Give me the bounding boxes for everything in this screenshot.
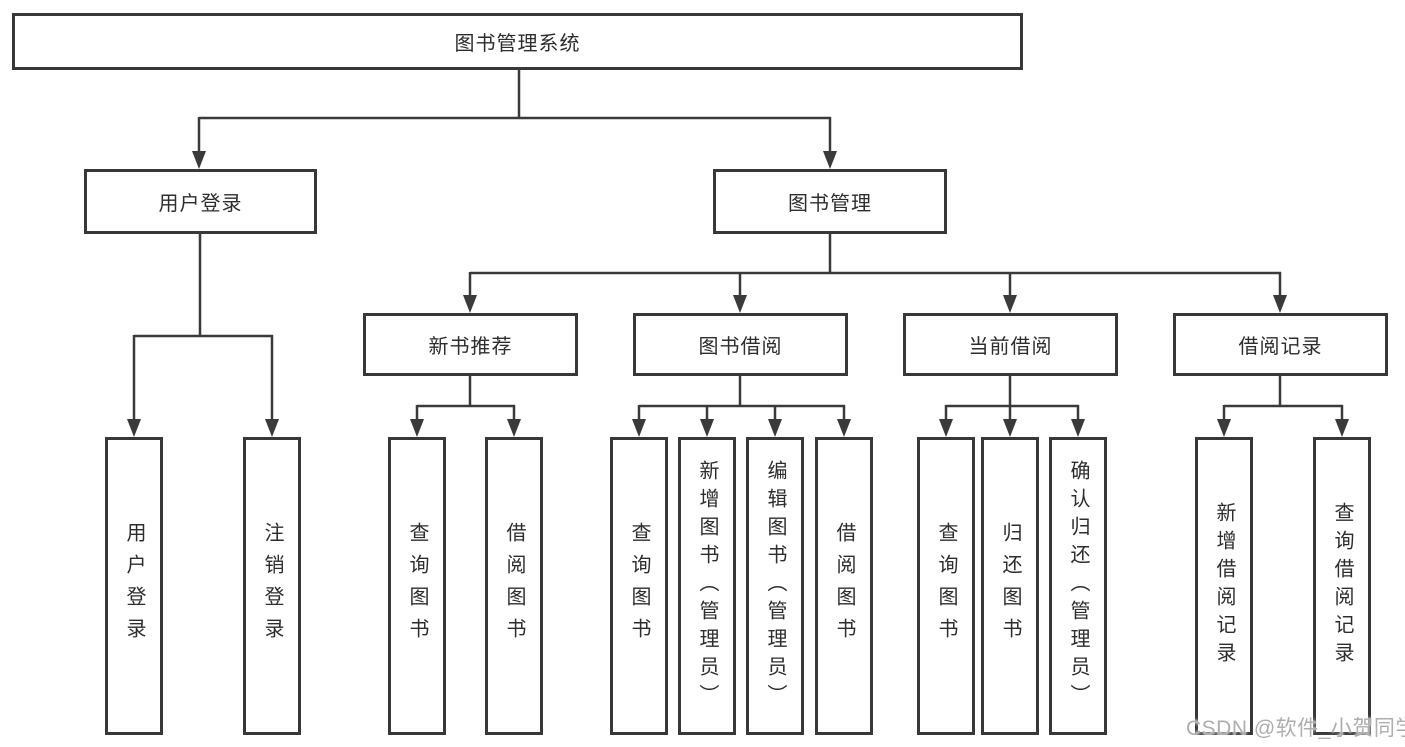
leaf-query-books-recommend-label: 查询图书 [406,522,428,650]
watermark: CSDN @软件_小贺同学 [1186,717,1405,740]
leaf-borrow-books-recommend: 借阅图书 [485,437,543,735]
leaf-query-books-recommend: 查询图书 [388,437,446,735]
node-book-management: 图书管理 [713,169,947,234]
node-borrow-records: 借阅记录 [1173,313,1388,376]
leaf-borrow-books-recommend-label: 借阅图书 [503,522,525,650]
node-book-borrow: 图书借阅 [633,313,848,376]
leaf-logout: 注销登录 [243,437,301,735]
leaf-borrow-books: 借阅图书 [815,437,873,735]
leaf-user-login: 用户登录 [105,437,163,735]
leaf-query-borrow-record: 查询借阅记录 [1313,437,1371,735]
leaf-query-books-borrow-label: 查询图书 [628,522,650,650]
node-new-book-recommend-label: 新书推荐 [428,336,513,358]
node-book-borrow-label: 图书借阅 [698,336,783,358]
leaf-confirm-return-admin: 确认归还（管理员） [1049,437,1107,735]
node-borrow-records-label: 借阅记录 [1238,336,1323,358]
node-book-management-label: 图书管理 [788,193,872,215]
leaf-user-login-label: 用户登录 [123,522,145,650]
node-library-system-label: 图书管理系统 [454,33,581,55]
leaf-edit-book-admin-label: 编辑图书（管理员） [764,460,786,712]
node-current-borrow-label: 当前借阅 [968,336,1053,358]
node-library-system: 图书管理系统 [12,13,1023,70]
leaf-confirm-return-admin-label: 确认归还（管理员） [1067,460,1089,712]
leaf-add-borrow-record: 新增借阅记录 [1195,437,1253,735]
leaf-query-books-borrow: 查询图书 [610,437,668,735]
leaf-return-book-label: 归还图书 [999,522,1021,650]
leaf-add-book-admin-label: 新增图书（管理员） [696,460,718,712]
leaf-logout-label: 注销登录 [261,522,283,650]
node-new-book-recommend: 新书推荐 [363,313,578,376]
node-current-borrow: 当前借阅 [903,313,1118,376]
node-user-login-label: 用户登录 [158,193,243,215]
leaf-edit-book-admin: 编辑图书（管理员） [746,437,804,735]
leaf-query-books-current-label: 查询图书 [935,522,957,650]
leaf-add-book-admin: 新增图书（管理员） [678,437,736,735]
leaf-add-borrow-record-label: 新增借阅记录 [1213,502,1235,670]
node-user-login: 用户登录 [84,169,317,234]
leaf-borrow-books-label: 借阅图书 [833,522,855,650]
leaf-query-books-current: 查询图书 [917,437,975,735]
leaf-query-borrow-record-label: 查询借阅记录 [1331,502,1353,670]
leaf-return-book: 归还图书 [981,437,1039,735]
